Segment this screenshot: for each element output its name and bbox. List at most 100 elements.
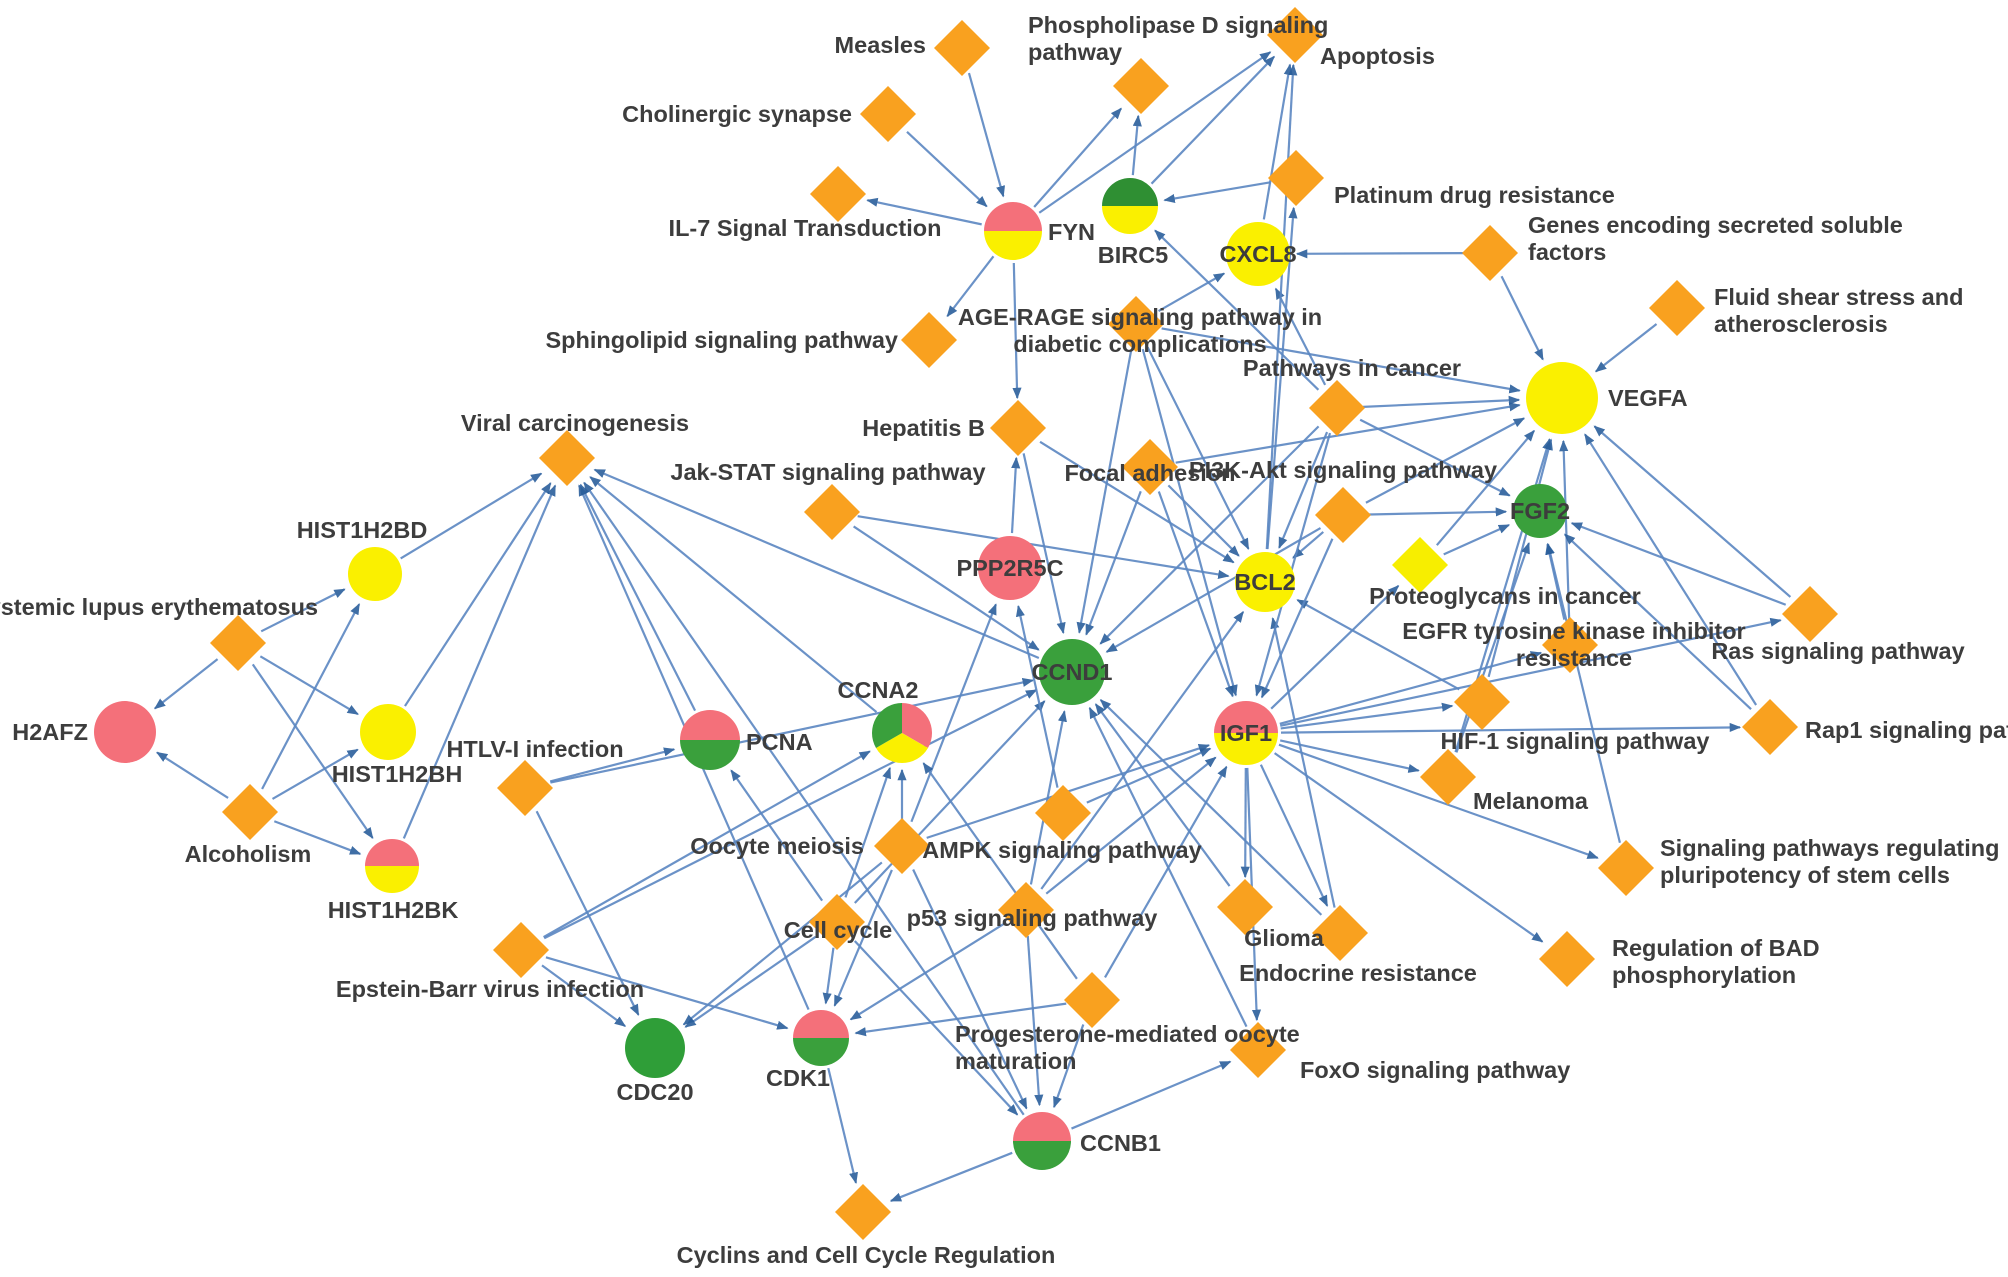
gene-node-CCNA2[interactable] — [872, 703, 932, 763]
pathway-node-Genes encoding secreted soluble factors[interactable] — [1462, 225, 1519, 282]
pathway-node-HTLV-I infection[interactable] — [497, 759, 554, 816]
pathway-node-Pathways in cancer[interactable] — [1309, 380, 1366, 437]
gene-circle-bottom-half-icon — [680, 740, 740, 770]
edge — [261, 603, 361, 790]
gene-node-FGF2[interactable] — [1513, 484, 1567, 538]
pathway-node-Focal adhesion[interactable] — [1122, 439, 1179, 496]
gene-circle-bottom-half-icon — [1013, 1141, 1071, 1170]
edge — [1254, 432, 1332, 697]
pathway-node-Measles[interactable] — [933, 19, 990, 76]
node-label: IGF1 — [1220, 720, 1272, 746]
edge — [535, 810, 640, 1016]
pathway-node-IL-7 Signal Transduction[interactable] — [809, 165, 866, 222]
gene-node-FYN[interactable] — [984, 202, 1042, 260]
edge — [589, 476, 878, 713]
node-label: HIST1H2BD — [297, 517, 428, 543]
edge — [1593, 425, 1792, 598]
pathway-node-AGE-RAGE signaling pathway in diabetic complications[interactable] — [1108, 296, 1165, 353]
pathway-node-Cyclins and Cell Cycle Regulation[interactable] — [834, 1184, 891, 1241]
pathway-node-Platinum drug resistance[interactable] — [1268, 150, 1325, 207]
gene-node-BCL2[interactable] — [1235, 552, 1295, 612]
gene-node-BIRC5[interactable] — [1102, 178, 1158, 234]
pathway-node-Hepatitis B[interactable] — [989, 399, 1046, 456]
pathway-node-Sphingolipid signaling pathway[interactable] — [900, 311, 957, 368]
edge — [1278, 743, 1599, 859]
gene-node-VEGFA[interactable] — [1526, 362, 1598, 434]
node-label: Jak-STAT signaling pathway — [670, 459, 985, 485]
edge — [1012, 262, 1022, 400]
edge — [906, 130, 988, 208]
edge — [1085, 490, 1142, 636]
pathway-diamond-icon — [1122, 439, 1179, 496]
node-label: Viral carcinogenesis — [461, 410, 689, 436]
node-label: Rap1 signaling pathway — [1805, 717, 2008, 743]
edge — [1045, 756, 1217, 895]
pathway-node-HIF-1 signaling pathway[interactable] — [1454, 674, 1511, 731]
gene-circle-icon — [348, 547, 402, 601]
pathway-node-Fluid shear stress and atherosclerosis[interactable] — [1649, 280, 1706, 337]
edge — [1141, 348, 1238, 697]
gene-node-CCND1[interactable] — [1039, 639, 1105, 705]
node-label: HTLV-I infection — [446, 736, 623, 762]
gene-node-CCNB1[interactable] — [1013, 1112, 1071, 1170]
pathway-diamond-icon — [1315, 487, 1372, 544]
pathway-diamond-icon — [538, 429, 595, 486]
pathway-node-Jak-STAT signaling pathway[interactable] — [803, 483, 860, 540]
edge — [1038, 51, 1272, 214]
node-label: Focal adhesion — [1064, 460, 1235, 486]
edge — [543, 689, 1038, 940]
pathway-node-PI3K-Akt signaling pathway[interactable] — [1315, 487, 1372, 544]
node-label: FoxO signaling pathway — [1300, 1057, 1570, 1083]
pathway-node-Ras signaling pathway[interactable] — [1782, 586, 1839, 643]
pathway-node-Melanoma[interactable] — [1420, 749, 1477, 806]
pathway-node-Alcoholism[interactable] — [222, 783, 279, 840]
edge — [579, 483, 697, 712]
gene-node-CXCL8[interactable] — [1226, 222, 1290, 286]
pathway-diamond-icon — [222, 783, 279, 840]
gene-node-HIST1H2BH[interactable] — [360, 704, 416, 760]
pathway-diamond-icon — [989, 399, 1046, 456]
pathway-node-FoxO signaling pathway[interactable] — [1229, 1022, 1287, 1079]
pathway-node-Signaling pathways regulating pluripotency of stem cells[interactable] — [1598, 840, 1655, 897]
edge — [549, 747, 676, 783]
edge — [1563, 533, 1752, 711]
gene-circle-bottom-half-icon — [365, 866, 419, 893]
edge — [593, 468, 1040, 659]
edge — [153, 658, 219, 710]
pathway-node-Regulation of BAD phosphorylation[interactable] — [1539, 931, 1596, 988]
gene-node-CDK1[interactable] — [793, 1010, 849, 1066]
edge — [833, 869, 893, 1007]
gene-circle-top-half-icon — [1214, 701, 1278, 733]
gene-node-HIST1H2BK[interactable] — [365, 839, 419, 893]
pathway-node-Progesterone-mediated oocyte maturation[interactable] — [1064, 972, 1121, 1029]
pathway-diamond-icon — [900, 311, 957, 368]
edge — [684, 935, 817, 1028]
edge — [583, 481, 1025, 1116]
pathway-diamond-icon — [1309, 380, 1366, 437]
gene-node-IGF1[interactable] — [1214, 701, 1278, 765]
edge — [866, 197, 982, 226]
gene-node-H2AFZ[interactable] — [94, 701, 156, 763]
pathway-node-Phospholipase D signaling pathway[interactable] — [1113, 58, 1170, 115]
edge — [1099, 699, 1323, 916]
gene-node-PCNA[interactable] — [680, 710, 740, 770]
nodes-layer — [94, 7, 1839, 1241]
edge — [1022, 453, 1066, 635]
gene-node-HIST1H2BD[interactable] — [348, 547, 402, 601]
gene-node-PPP2R5C[interactable] — [978, 536, 1042, 600]
edge — [1280, 702, 1454, 730]
gene-node-CDC20[interactable] — [625, 1018, 685, 1078]
edge — [854, 700, 1046, 904]
pathway-node-Epstein-Barr virus infection[interactable] — [493, 921, 550, 978]
pathway-node-Viral carcinogenesis[interactable] — [538, 429, 595, 486]
edge — [854, 1002, 1067, 1037]
pathway-diamond-icon — [493, 921, 550, 978]
edge — [404, 482, 552, 707]
pathway-node-Systemic lupus erythematosus[interactable] — [210, 614, 267, 671]
pathway-diamond-icon — [834, 1184, 891, 1241]
pathway-diamond-icon — [933, 19, 990, 76]
